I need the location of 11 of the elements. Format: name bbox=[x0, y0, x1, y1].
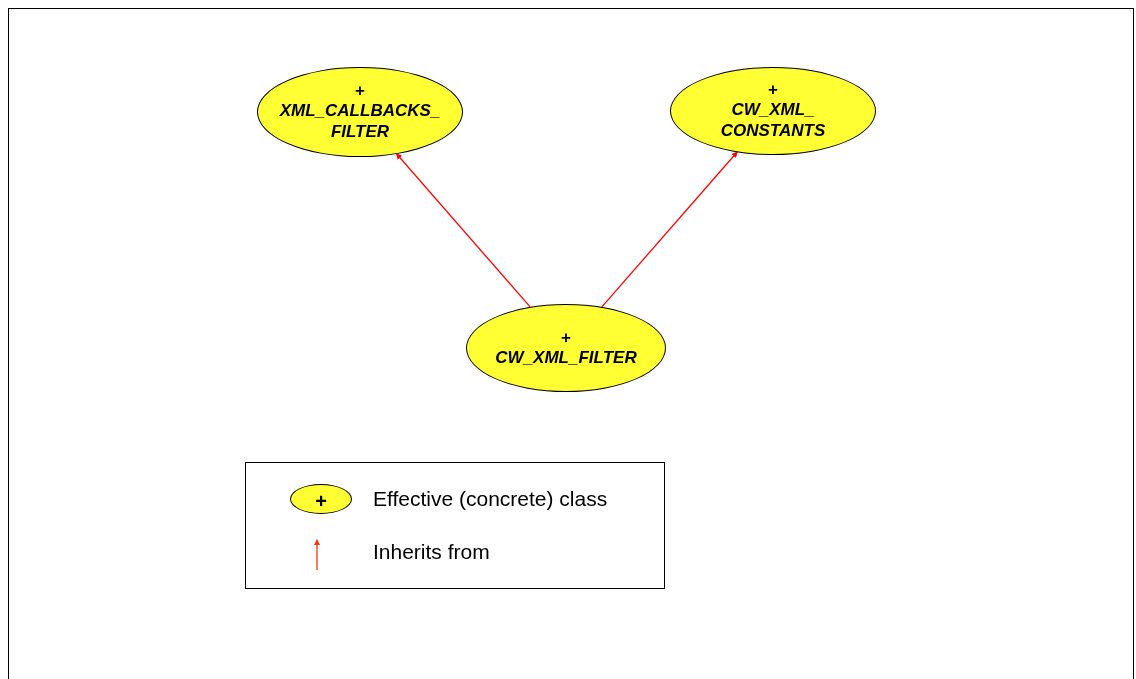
effective-class-marker: + bbox=[768, 81, 778, 99]
effective-class-marker: + bbox=[315, 488, 327, 513]
class-name: CW_XML_FILTER bbox=[495, 346, 637, 368]
effective-class-marker: + bbox=[561, 328, 571, 347]
legend-text: Inherits from bbox=[373, 540, 490, 564]
effective-class-marker: + bbox=[355, 82, 365, 100]
inheritance-arrow bbox=[601, 151, 738, 308]
class-name: CW_XML_ CONSTANTS bbox=[719, 99, 827, 141]
legend-text: Effective (concrete) class bbox=[373, 487, 608, 511]
inheritance-arrow bbox=[396, 153, 531, 308]
class-name: XML_CALLBACKS_ FILTER bbox=[278, 100, 442, 142]
